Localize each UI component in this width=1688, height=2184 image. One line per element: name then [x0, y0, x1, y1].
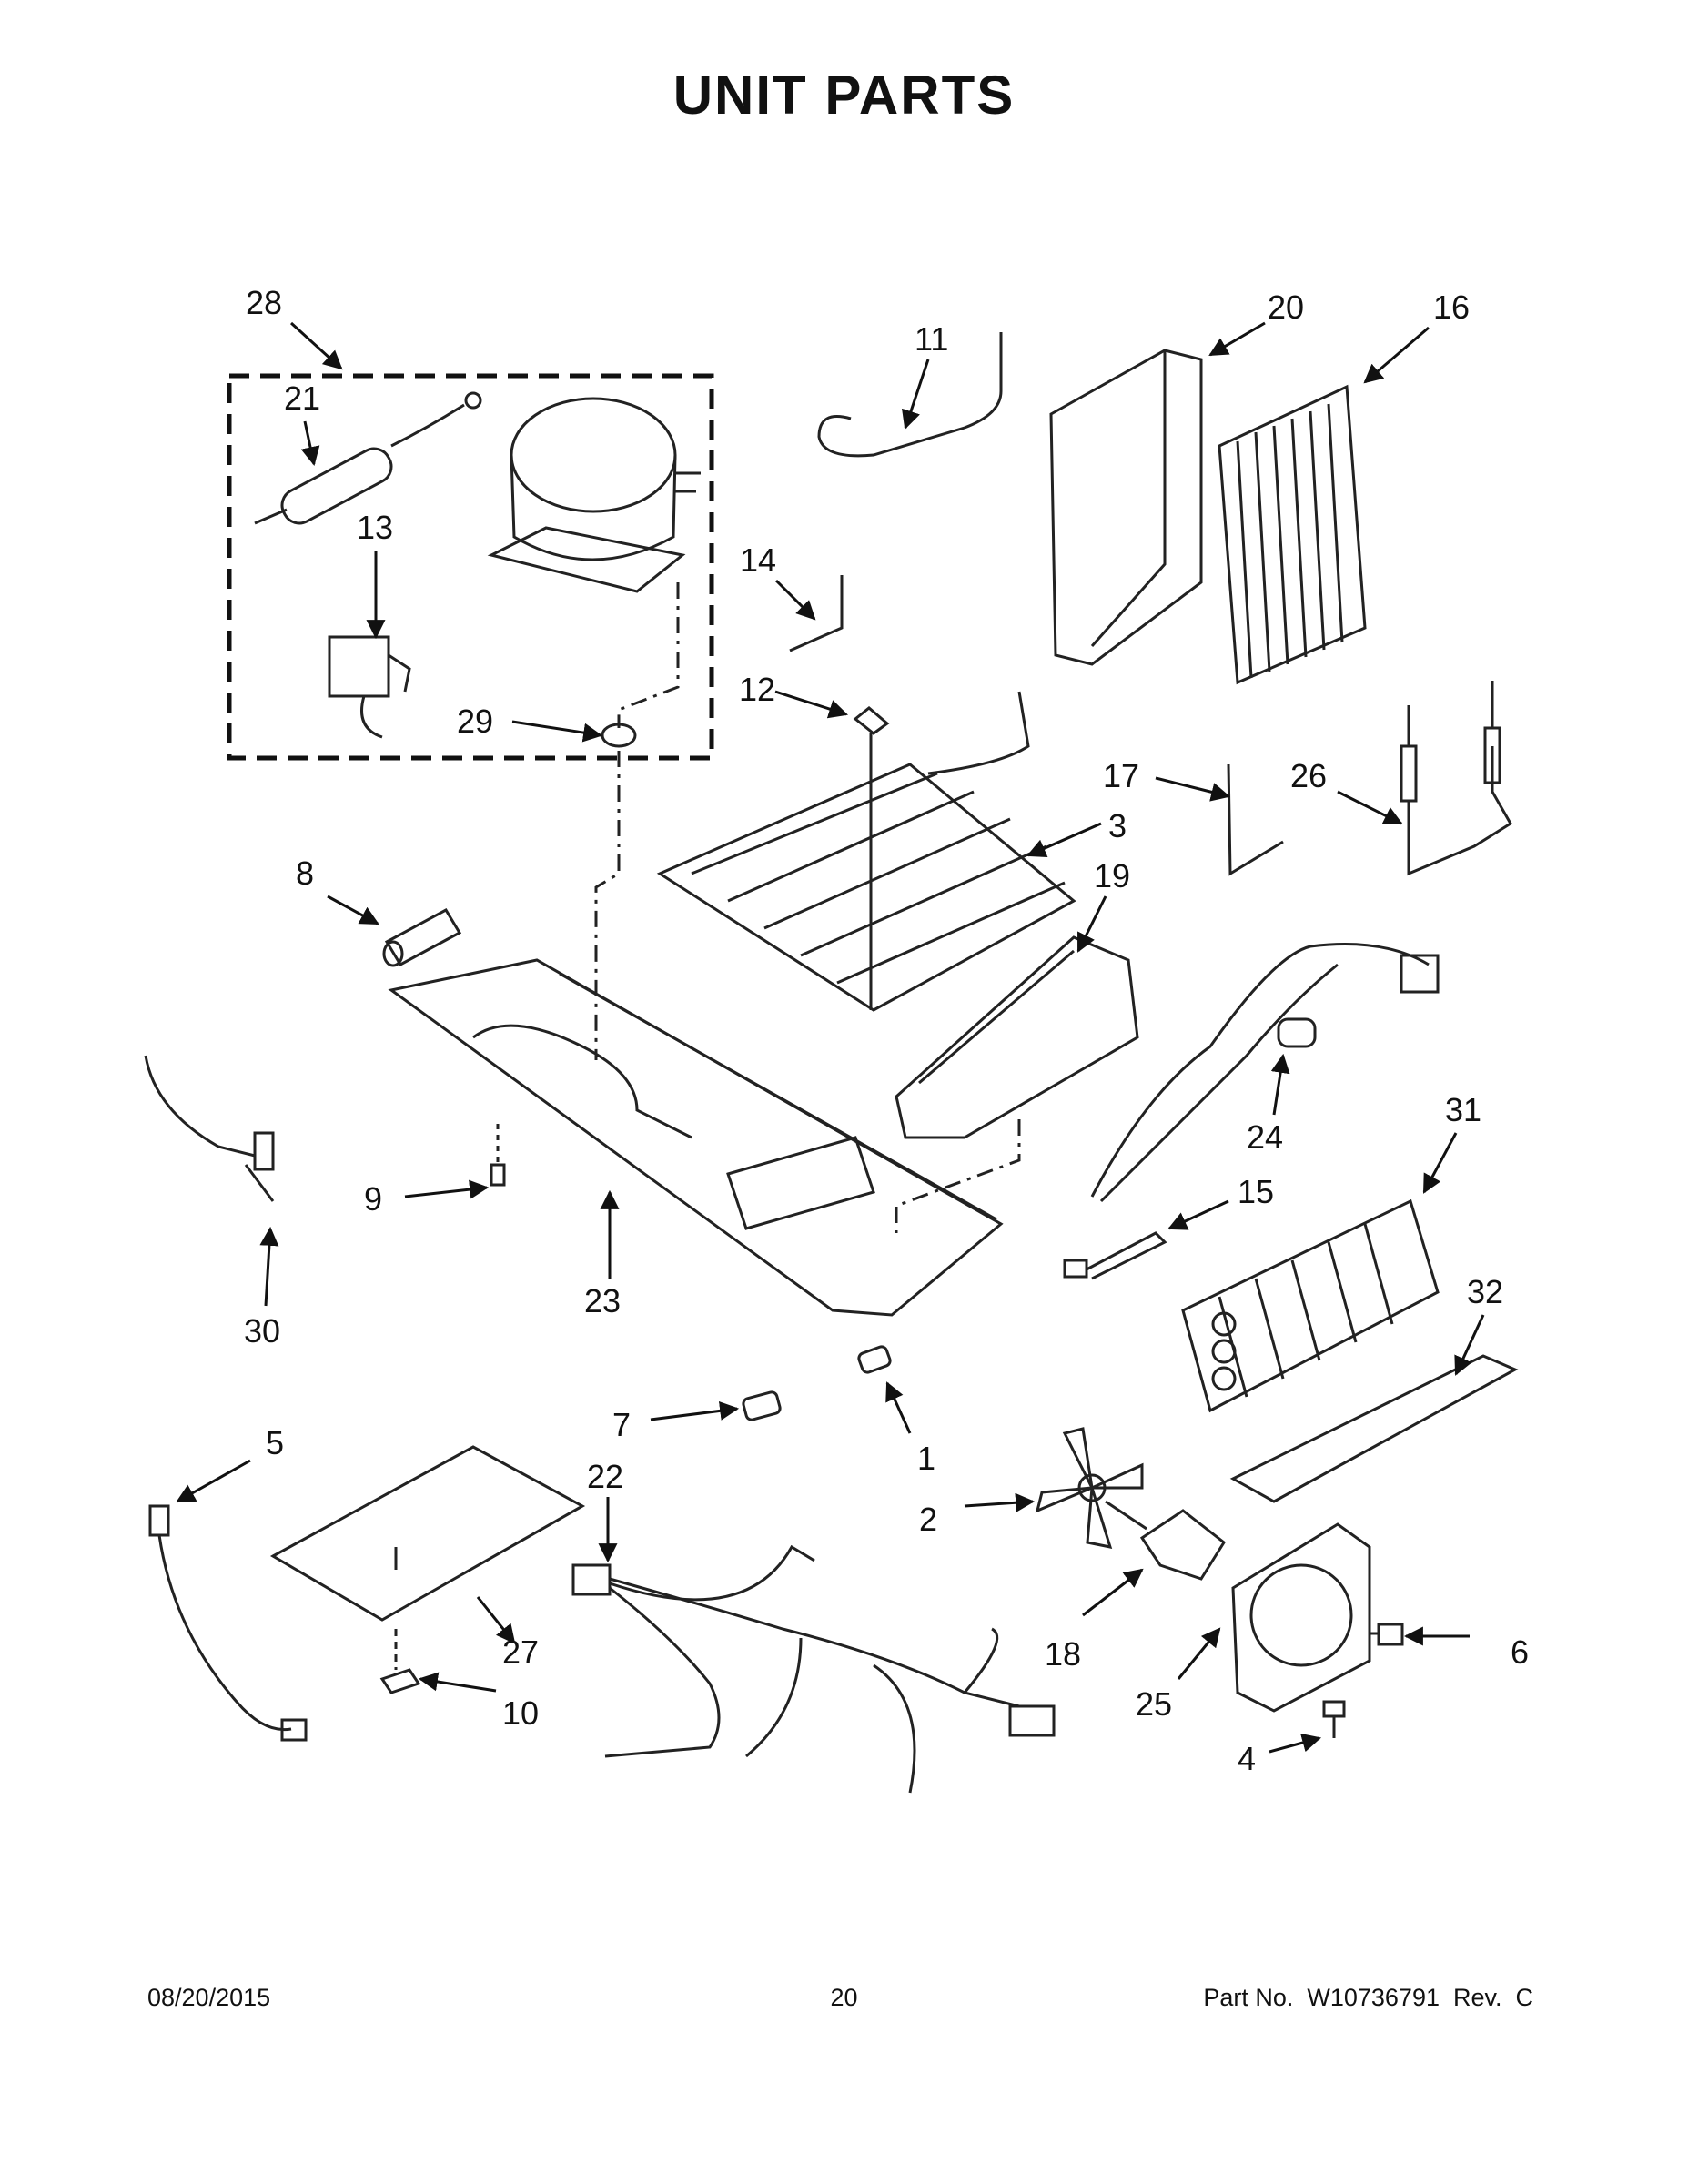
- sensor-part-5: [148, 1504, 308, 1742]
- evaporator-part: [656, 691, 1076, 1012]
- callout-27: 27: [502, 1633, 539, 1671]
- callout-26: 26: [1290, 757, 1327, 794]
- callout-30: 30: [244, 1312, 280, 1350]
- callout-23: 23: [584, 1282, 621, 1320]
- baffle-part: [1229, 1354, 1519, 1503]
- callout-24: 24: [1247, 1118, 1283, 1156]
- relay-part: [328, 635, 411, 739]
- page-title: UNIT PARTS: [672, 65, 1016, 126]
- condenser-part: [1181, 1198, 1440, 1413]
- callout-3: 3: [1108, 807, 1127, 844]
- fitting-part-1: [857, 1345, 892, 1374]
- screw-part-6: [1370, 1623, 1404, 1646]
- insulation-sheet-part: [269, 1445, 586, 1670]
- callout-15: 15: [1238, 1173, 1274, 1210]
- callout-4: 4: [1238, 1740, 1256, 1777]
- tube-part-11: [817, 332, 1003, 458]
- base-plate-part: [388, 958, 1004, 1317]
- callout-2: 2: [919, 1501, 937, 1538]
- callout-17: 17: [1103, 757, 1139, 794]
- callout-6: 6: [1511, 1633, 1529, 1671]
- callout-29: 29: [457, 703, 493, 740]
- clip-part-10: [379, 1668, 421, 1694]
- callout-31: 31: [1445, 1091, 1481, 1128]
- screw-part-9: [490, 1124, 506, 1187]
- wire-harness-part: [571, 1544, 1056, 1794]
- callout-10: 10: [502, 1694, 539, 1732]
- footer-page-number: 20: [830, 1984, 858, 2011]
- power-harness-part: [1090, 943, 1440, 1203]
- sleeve-part-8: [382, 908, 462, 967]
- cable-tie-part: [1063, 1231, 1167, 1280]
- callout-labels: 28 21 13 29 11 14 12 20 16 17 26 3 19 8 …: [244, 284, 1529, 1777]
- condenser-coil-part: [1218, 384, 1367, 685]
- callout-12: 12: [739, 671, 775, 708]
- callout-13: 13: [357, 509, 393, 546]
- callout-5: 5: [266, 1424, 284, 1461]
- drier-tube-part: [1400, 681, 1513, 876]
- callout-21: 21: [284, 379, 320, 417]
- compressor-part: [487, 397, 701, 593]
- clip-part-12: [853, 706, 890, 1010]
- callout-18: 18: [1045, 1635, 1081, 1673]
- callout-14: 14: [740, 541, 776, 579]
- sensor-part-30: [144, 1055, 275, 1202]
- wire-clip-part: [1227, 763, 1284, 876]
- callout-22: 22: [587, 1458, 623, 1495]
- callout-7: 7: [612, 1406, 631, 1443]
- fitting-part-7: [742, 1390, 782, 1421]
- callout-19: 19: [1094, 857, 1130, 895]
- screw-part-4: [1322, 1700, 1346, 1738]
- filter-drier-part: [254, 391, 482, 525]
- callout-1: 1: [917, 1440, 935, 1477]
- callout-8: 8: [296, 854, 314, 892]
- callout-32: 32: [1467, 1273, 1503, 1310]
- callout-25: 25: [1136, 1685, 1172, 1723]
- tube-part-14: [789, 575, 844, 652]
- footer-date: 08/20/2015: [147, 1984, 271, 2011]
- fan-motor-part: [1105, 1500, 1226, 1581]
- callout-16: 16: [1433, 288, 1470, 326]
- callout-11: 11: [915, 320, 948, 358]
- fan-blade-part: [1035, 1427, 1144, 1549]
- footer-part-number: Part No. W10736791 Rev. C: [1203, 1984, 1533, 2011]
- callout-20: 20: [1268, 288, 1304, 326]
- fan-bracket-part: [1231, 1522, 1371, 1713]
- callout-28: 28: [246, 284, 282, 321]
- evaporator-cover-part: [1049, 349, 1203, 666]
- drain-pan-part: [895, 935, 1139, 1139]
- callout-9: 9: [364, 1180, 382, 1218]
